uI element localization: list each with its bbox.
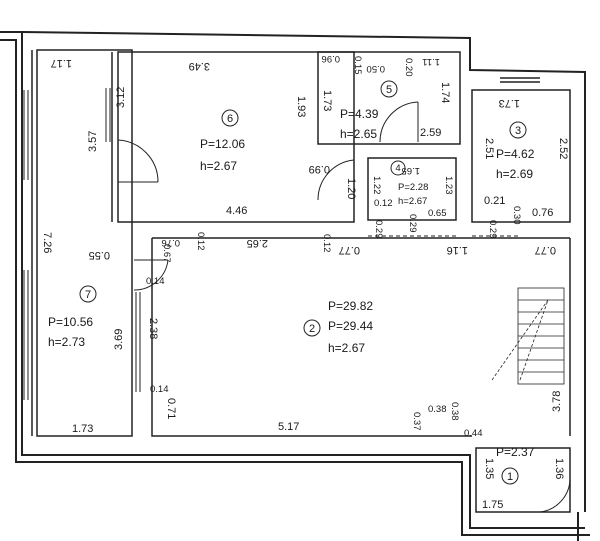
dim-0-67: 0.67 bbox=[161, 244, 172, 263]
room-5-area: P=4.39 bbox=[340, 107, 379, 121]
dim-0-12b: 0.12 bbox=[195, 232, 206, 251]
room-2-window bbox=[135, 292, 141, 392]
dimension-labels-vertical: 3.12 3.57 1.93 0.15 0.20 1.73 1.74 2.51 … bbox=[41, 56, 569, 479]
room-5-height: h=2.65 bbox=[340, 127, 377, 141]
room-4-number: 4 bbox=[395, 163, 400, 174]
room-6-walls bbox=[111, 51, 355, 223]
room-6-area: P=12.06 bbox=[200, 137, 245, 151]
dim-3-69: 3.69 bbox=[113, 329, 125, 350]
room-7-height: h=2.73 bbox=[48, 335, 85, 349]
dim-3-12: 3.12 bbox=[115, 87, 127, 108]
dim-2-38: 2.38 bbox=[147, 318, 159, 339]
dim-0-12c: 0.12 bbox=[321, 234, 332, 253]
dim-0-38a: 0.38 bbox=[428, 404, 447, 415]
dim-1-16: 1.16 bbox=[447, 244, 468, 256]
room-3-area: P=4.62 bbox=[496, 147, 535, 161]
room-2-area-2: P=29.44 bbox=[328, 319, 373, 333]
dim-0-44: 0.44 bbox=[464, 428, 483, 439]
dim-0-21: 0.21 bbox=[484, 195, 505, 207]
dim-2-59: 2.59 bbox=[420, 127, 441, 139]
dim-0-20: 0.20 bbox=[403, 58, 414, 77]
room-3-number: 3 bbox=[515, 125, 521, 137]
dim-0-77b: 0.77 bbox=[535, 244, 556, 256]
room-7-number: 7 bbox=[85, 289, 91, 301]
dim-1-22: 1.22 bbox=[371, 176, 382, 195]
room-numbers: 6 5 4 3 2 7 1 bbox=[85, 84, 521, 483]
dim-1-65: 1.65 bbox=[402, 165, 421, 176]
dim-2-51: 2.51 bbox=[483, 138, 495, 159]
dim-1-17: 1.17 bbox=[51, 57, 72, 69]
room-markers bbox=[79, 80, 527, 485]
room-2-area: P=29.82 bbox=[328, 299, 373, 313]
dim-1-23: 1.23 bbox=[443, 176, 454, 195]
dim-1-73b: 1.73 bbox=[499, 97, 520, 109]
dim-1-20: 1.20 bbox=[345, 178, 357, 199]
dim-1-73c: 1.73 bbox=[72, 423, 93, 435]
dim-5-17: 5.17 bbox=[278, 421, 299, 433]
dim-1-75: 1.75 bbox=[482, 499, 503, 511]
dim-1-73a: 1.73 bbox=[321, 90, 333, 111]
dim-1-74: 1.74 bbox=[439, 82, 451, 103]
dim-7-26: 7.26 bbox=[41, 232, 53, 253]
room-7-area: P=10.56 bbox=[48, 315, 93, 329]
dim-0-96: 0.96 bbox=[322, 53, 341, 64]
dim-0-65: 0.65 bbox=[428, 208, 447, 219]
room-5-walls bbox=[317, 51, 461, 145]
dim-2-65: 2.65 bbox=[247, 237, 268, 249]
room-6-height: h=2.67 bbox=[200, 159, 237, 173]
dimension-labels: 1.17 3.49 0.96 1.11 0.50 1.73 4.46 0.99 … bbox=[51, 53, 556, 511]
room-4-area: P=2.28 bbox=[398, 182, 428, 193]
room-7-walls bbox=[31, 49, 133, 437]
dim-0-76a: 0.76 bbox=[532, 207, 553, 219]
room-3-height: h=2.69 bbox=[496, 167, 533, 181]
dim-0-29c: 0.29 bbox=[487, 220, 498, 239]
room-labels: P=12.06 h=2.67 P=4.39 h=2.65 P=2.28 h=2.… bbox=[48, 107, 535, 459]
dim-0-14a: 0.14 bbox=[146, 276, 165, 287]
room-4-height: h=2.67 bbox=[398, 196, 427, 207]
room-6-number: 6 bbox=[227, 113, 233, 125]
outer-walls bbox=[0, 31, 590, 541]
dim-0-77a: 0.77 bbox=[339, 244, 360, 256]
windows-left bbox=[23, 90, 29, 400]
dim-0-50: 0.50 bbox=[367, 63, 386, 74]
dim-1-36: 1.36 bbox=[553, 458, 565, 479]
dim-1-35: 1.35 bbox=[483, 458, 495, 479]
dim-2-52: 2.52 bbox=[557, 138, 569, 159]
room-2-number: 2 bbox=[309, 323, 315, 335]
room-1-area: P=2.37 bbox=[496, 445, 535, 459]
room-1-number: 1 bbox=[507, 471, 513, 483]
staircase bbox=[491, 287, 565, 385]
dim-3-57: 3.57 bbox=[87, 131, 99, 152]
dim-0-29b: 0.29 bbox=[407, 214, 418, 233]
dim-0-55: 0.55 bbox=[89, 249, 110, 261]
dim-1-93: 1.93 bbox=[295, 96, 307, 117]
room-5-number: 5 bbox=[386, 84, 392, 96]
doors bbox=[117, 101, 571, 513]
window-room-6 bbox=[105, 88, 111, 142]
dim-0-71: 0.71 bbox=[165, 398, 177, 419]
dim-0-38b: 0.38 bbox=[449, 402, 460, 421]
room-3-walls bbox=[471, 77, 571, 223]
dim-0-15: 0.15 bbox=[352, 56, 363, 75]
dim-0-99: 0.99 bbox=[309, 163, 330, 175]
room-2-height: h=2.67 bbox=[328, 341, 365, 355]
dim-0-14b: 0.14 bbox=[150, 384, 169, 395]
dim-3-49: 3.49 bbox=[189, 60, 210, 72]
dim-0-37: 0.37 bbox=[411, 412, 422, 431]
dim-0-76b: 0.76 bbox=[162, 237, 181, 248]
dim-4-46: 4.46 bbox=[226, 205, 247, 217]
dim-1-11: 1.11 bbox=[422, 56, 440, 67]
dim-3-78: 3.78 bbox=[551, 391, 563, 412]
dim-0-29a: 0.29 bbox=[373, 220, 384, 239]
dim-0-30: 0.30 bbox=[511, 206, 522, 225]
room-4-walls bbox=[367, 157, 457, 221]
dim-0-12a: 0.12 bbox=[374, 198, 393, 209]
room-2-walls bbox=[151, 237, 571, 437]
